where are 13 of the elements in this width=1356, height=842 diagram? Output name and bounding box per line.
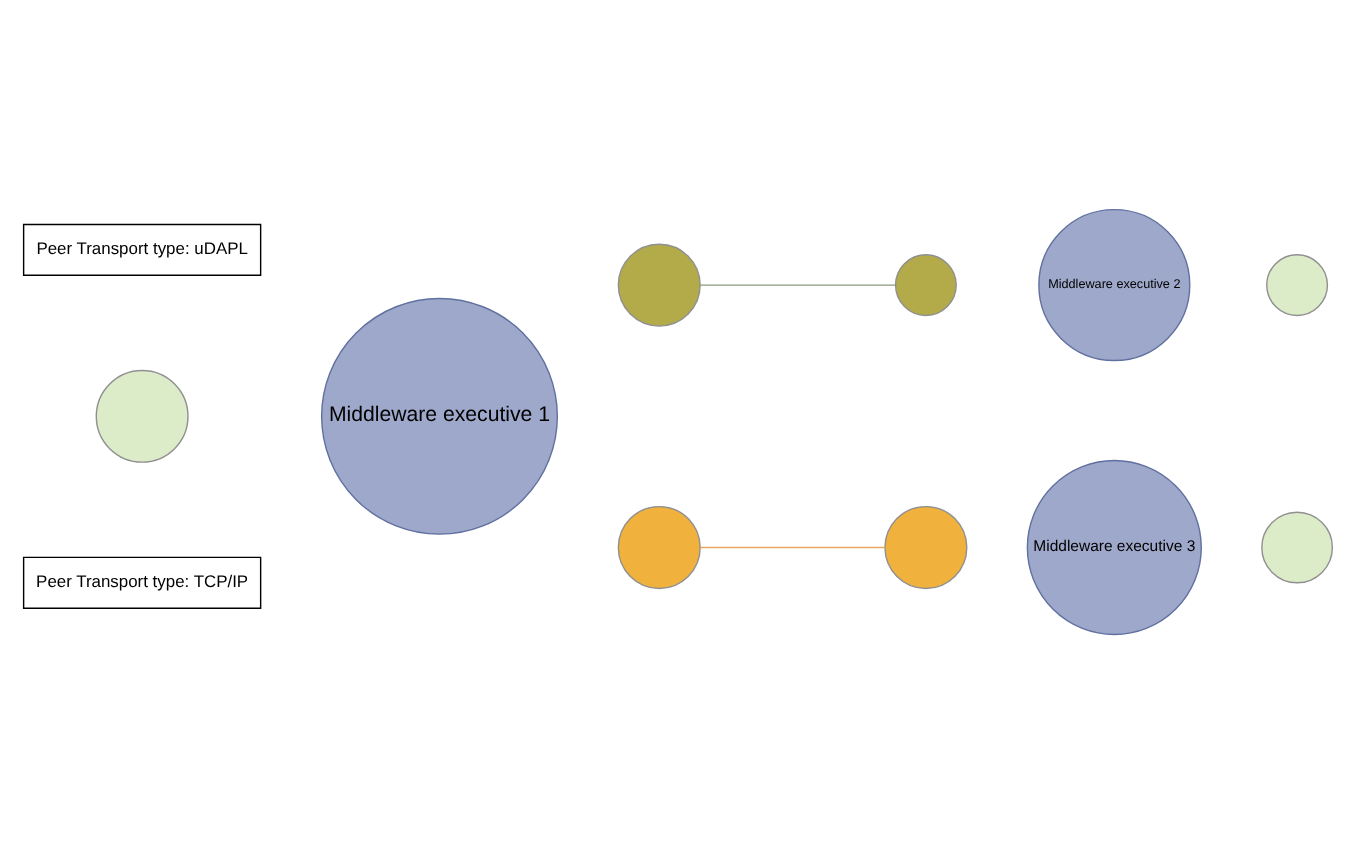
node-circle [617,242,701,326]
node-box: Peer Transport type: uDAPL [22,222,262,275]
node-circle [1266,253,1329,316]
connector [700,545,886,548]
node-circle: Middleware executive 1 [320,296,559,534]
node-circle [884,504,968,589]
node-circle: Middleware executive 3 [1026,458,1202,635]
node-circle [1261,510,1334,583]
node-circle [95,368,189,462]
node-circle [894,253,957,316]
node-circle [617,504,701,589]
node-box: Peer Transport type: TCP/IP [22,555,262,608]
connector [700,283,897,285]
